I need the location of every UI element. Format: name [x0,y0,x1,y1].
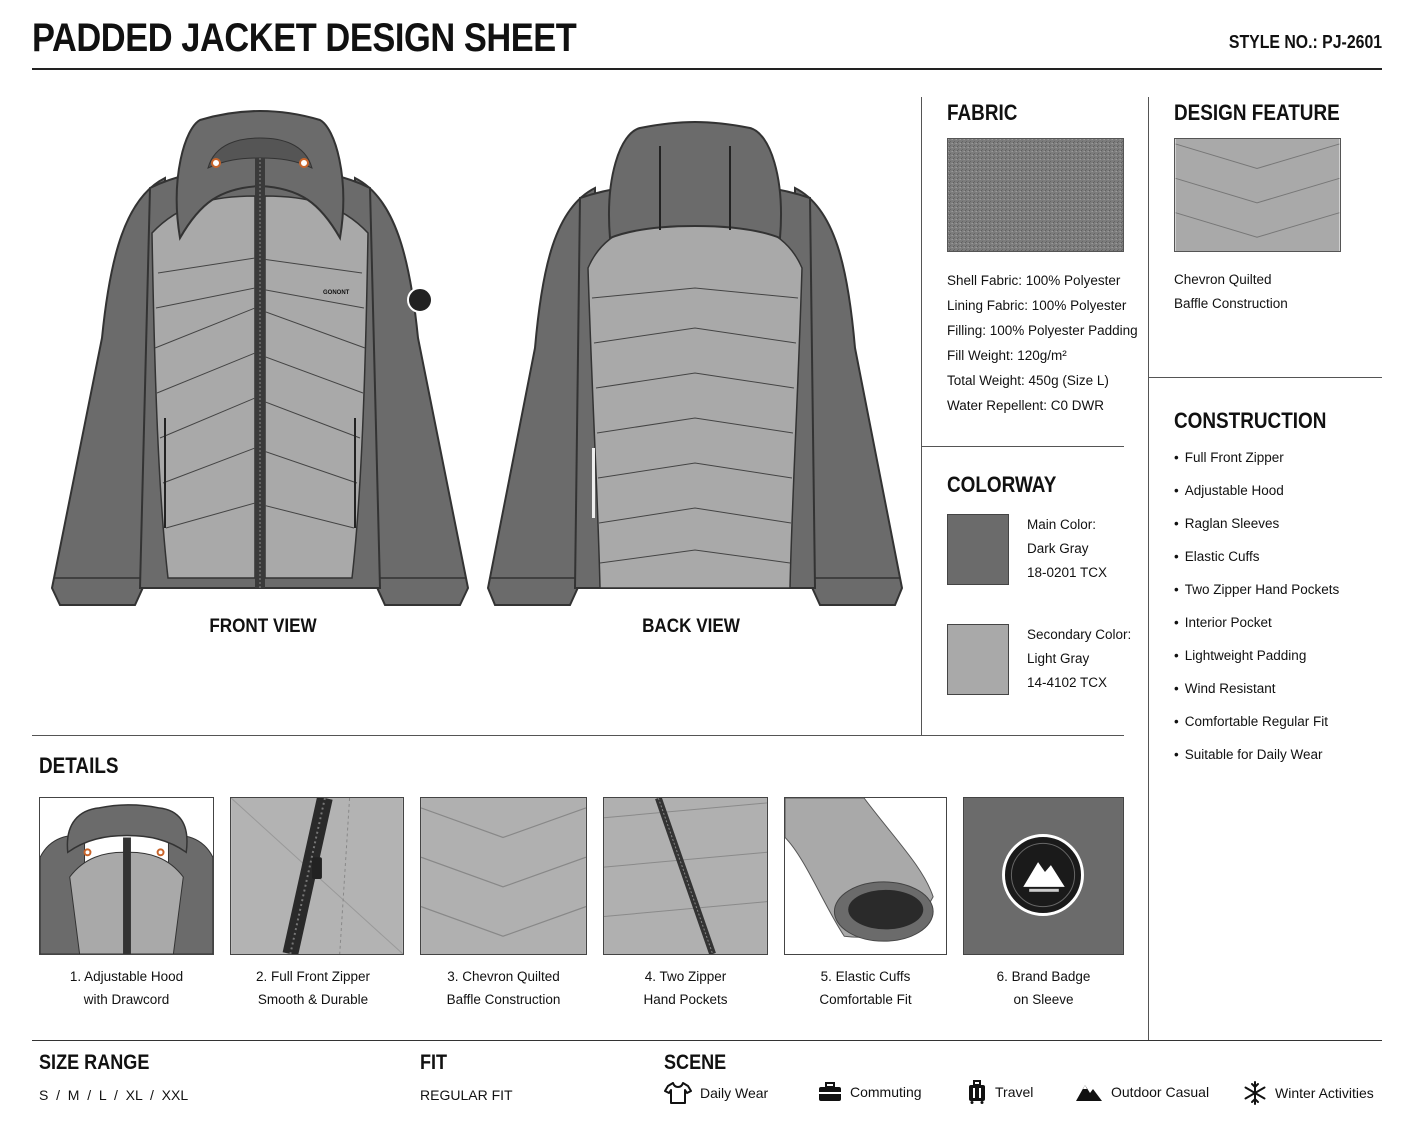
scene-label: Commuting [850,1084,922,1100]
secondary-color-info: Secondary Color: Light Gray 14-4102 TCX [1027,623,1131,695]
construction-item: Raglan Sleeves [1174,516,1339,549]
design-feature-line: Chevron Quilted [1174,272,1272,287]
tshirt-icon [664,1082,692,1104]
scene-label: Daily Wear [700,1085,769,1101]
front-view-label: FRONT VIEW [209,616,317,637]
main-color-swatch [947,514,1009,585]
scene-label: Winter Activities [1275,1085,1374,1101]
fabric-spec: Water Repellent: C0 DWR [947,398,1105,413]
design-feature-line: Baffle Construction [1174,296,1288,311]
detail-cuff-image [784,797,947,955]
colorway-heading: COLORWAY [947,472,1057,497]
header-divider [32,68,1382,70]
divider-left-col [921,97,922,735]
size-range-heading: SIZE RANGE [39,1051,150,1074]
construction-item: Full Front Zipper [1174,450,1339,483]
construction-item: Wind Resistant [1174,681,1339,714]
mountain-icon [1076,1085,1102,1101]
construction-item: Two Zipper Hand Pockets [1174,582,1340,615]
fabric-spec: Filling: 100% Polyester Padding [947,323,1138,338]
fabric-spec: Shell Fabric: 100% Polyester [947,273,1121,288]
chevron-quilt-swatch [1174,138,1341,252]
construction-item: Lightweight Padding [1174,648,1339,681]
detail-badge-image [963,797,1124,955]
style-number: STYLE NO.: PJ-2601 [1228,32,1382,52]
size-range-value: S / M / L / XL / XXL [39,1087,189,1103]
scene-daily-wear: Daily Wear [664,1081,768,1105]
footer-divider [32,1040,1382,1041]
fabric-heading: FABRIC [947,100,1018,125]
fit-heading: FIT [420,1051,448,1074]
design-feature-divider [1149,377,1382,378]
scene-label: Travel [995,1084,1034,1100]
scene-winter-activities: Winter Activities [1243,1081,1374,1105]
design-feature-text: Chevron Quilted Baffle Construction [1174,268,1288,316]
snowflake-icon [1244,1081,1266,1105]
color-label: Secondary Color: [1027,627,1132,642]
detail-zipper-image [230,797,404,955]
scene-outdoor-casual: Outdoor Casual [1075,1081,1209,1103]
color-name: Light Gray [1027,651,1090,666]
color-code: 14-4102 TCX [1027,675,1108,690]
scene-travel: Travel [967,1080,1033,1104]
fabric-spec: Lining Fabric: 100% Polyester [947,298,1127,313]
construction-item: Suitable for Daily Wear [1174,747,1339,780]
scene-commuting: Commuting [818,1081,922,1103]
divider-right-col [1148,97,1149,1040]
construction-item: Adjustable Hood [1174,483,1339,516]
details-heading: DETAILS [39,753,119,778]
scene-label: Outdoor Casual [1111,1084,1210,1100]
chest-logo: GONONT [323,290,350,296]
fabric-divider [922,446,1124,447]
secondary-color-swatch [947,624,1009,695]
construction-item: Comfortable Regular Fit [1174,714,1339,747]
luggage-icon [969,1080,985,1104]
fabric-spec-list: Shell Fabric: 100% Polyester Lining Fabr… [947,268,1138,418]
fabric-swatch [947,138,1124,252]
construction-item: Elastic Cuffs [1174,549,1339,582]
construction-list: Full Front Zipper Adjustable Hood Raglan… [1174,450,1340,780]
fabric-spec: Total Weight: 450g (Size L) [947,373,1109,388]
color-label: Main Color: [1027,517,1097,532]
detail-hood-image [39,797,214,955]
design-feature-heading: DESIGN FEATURE [1174,100,1340,125]
page-title: PADDED JACKET DESIGN SHEET [32,16,577,60]
color-name: Dark Gray [1027,541,1089,556]
fabric-spec: Fill Weight: 120g/m² [947,348,1067,363]
back-view-label: BACK VIEW [642,616,740,637]
main-color-info: Main Color: Dark Gray 18-0201 TCX [1027,513,1107,585]
color-code: 18-0201 TCX [1027,565,1108,580]
back-view-illustration [486,121,904,606]
briefcase-icon [819,1082,841,1101]
detail-pocket-image [603,797,768,955]
detail-chevron-image [420,797,587,955]
front-view-illustration: GONONT [50,110,470,606]
construction-item: Interior Pocket [1174,615,1339,648]
scene-heading: SCENE [664,1051,727,1074]
construction-heading: CONSTRUCTION [1174,408,1327,433]
details-divider [32,735,1124,736]
fit-value: REGULAR FIT [420,1087,513,1103]
